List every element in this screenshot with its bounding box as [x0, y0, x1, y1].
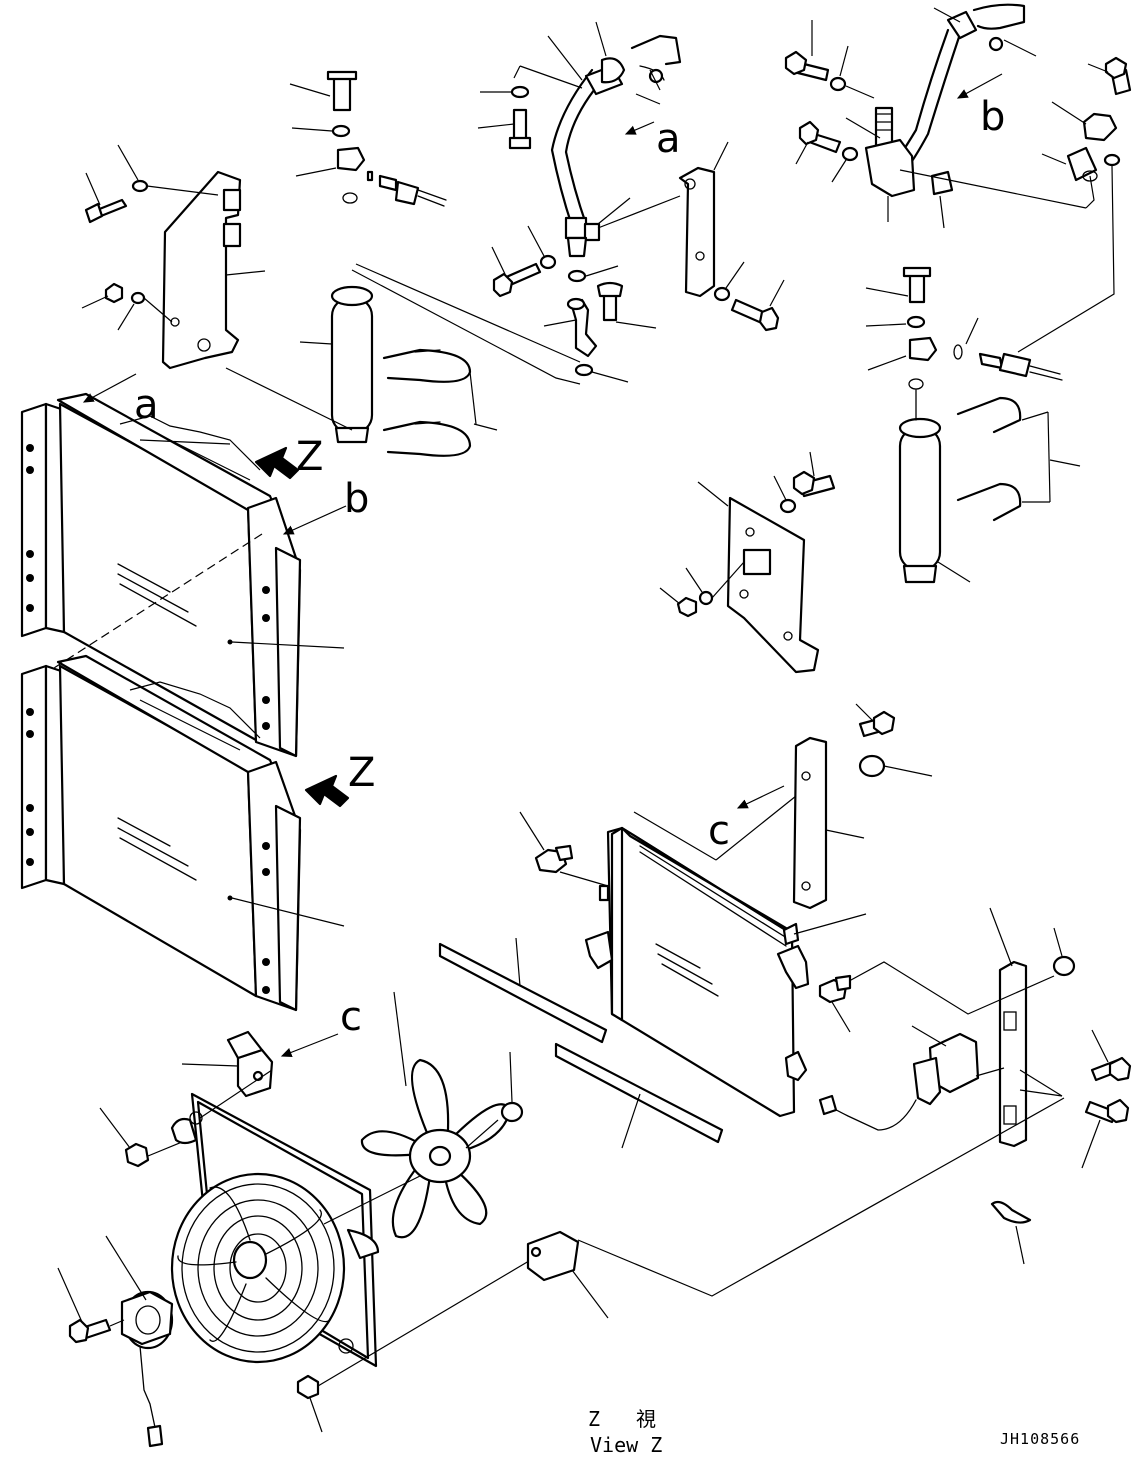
- ref-label-b-left: b: [344, 476, 369, 522]
- assembly-leader-lines: [225, 69, 1087, 431]
- relay-harness: [818, 1025, 1005, 1131]
- drawing-code: JH108566: [1000, 1430, 1080, 1448]
- nut-fan-shroud-upper: [99, 1107, 183, 1168]
- hose-assembly-upper-right: [864, 3, 1037, 229]
- ref-arrow-b-left: b: [282, 476, 369, 535]
- side-panel-condenser: [559, 826, 867, 1118]
- view-z-label-upper: Z: [296, 434, 323, 480]
- receiver-dryer-left: [299, 192, 374, 444]
- bracket-block-lower: [526, 1097, 1065, 1319]
- bolt-bracket-left-upper: [84, 144, 219, 224]
- u-bolts-left: [382, 348, 498, 457]
- caption-jp-z: Z: [588, 1407, 600, 1431]
- ref-arrow-a-left: a: [82, 373, 159, 428]
- clip-lower-right: [990, 1200, 1032, 1265]
- nut-bracket-left-lower: [81, 282, 173, 331]
- bolt-center-lower: [491, 225, 619, 298]
- view-z-label-lower: Z: [348, 750, 375, 796]
- switch-fitting-right: [1017, 56, 1132, 353]
- view-z-arrow-lower: Z: [304, 750, 375, 808]
- switch-fitting-right-lower: [865, 266, 1063, 381]
- caption-view-en: View Z: [590, 1433, 662, 1457]
- receiver-dryer-right: [898, 378, 971, 584]
- fan-bracket-clip: [181, 1030, 274, 1119]
- side-stay-upper: [633, 703, 933, 910]
- nut-fan-shroud-lower: [296, 1257, 535, 1433]
- fan-blade: [323, 991, 524, 1239]
- view-caption: Z 視 View Z: [588, 1407, 662, 1457]
- ref-label-a-top: a: [656, 116, 681, 162]
- fan-motor: [57, 1235, 174, 1448]
- ref-arrow-a-top: a: [624, 116, 681, 162]
- seal-strip-lower: [554, 1042, 724, 1149]
- hose-assembly-upper-center: [513, 21, 682, 258]
- ref-arrow-b-top: b: [956, 73, 1005, 140]
- ref-label-a-left: a: [134, 382, 159, 428]
- side-stay-lower: [839, 907, 1132, 1169]
- receiver-bracket-left: [161, 170, 266, 370]
- seal-strip-upper: [438, 937, 608, 1044]
- receiver-bracket-right: [659, 451, 836, 674]
- switch-fitting-left: [289, 70, 447, 207]
- condenser-upper: [20, 392, 345, 758]
- ref-arrow-c-right: c: [708, 785, 785, 854]
- u-bolts-right: [956, 396, 1081, 522]
- caption-jp-view: 視: [636, 1407, 656, 1431]
- fan-shroud: [170, 1092, 380, 1368]
- stay-bar-center: [597, 141, 785, 332]
- condenser-lower: [20, 654, 345, 1012]
- bolt-panel-upper-left: [519, 811, 574, 874]
- bolt-side-lower: [818, 974, 852, 1033]
- ref-label-c-fan: c: [340, 994, 362, 1040]
- bolt-upper-right-group: [784, 20, 875, 183]
- view-z-arrow-upper: Z: [254, 434, 323, 480]
- ref-label-c-right: c: [708, 808, 730, 854]
- ref-arrow-c-fan: c: [280, 994, 362, 1057]
- ref-label-b-top: b: [980, 94, 1005, 140]
- hose-clamp-bolt-center: [477, 85, 532, 150]
- sensor-plug-center: [543, 281, 657, 383]
